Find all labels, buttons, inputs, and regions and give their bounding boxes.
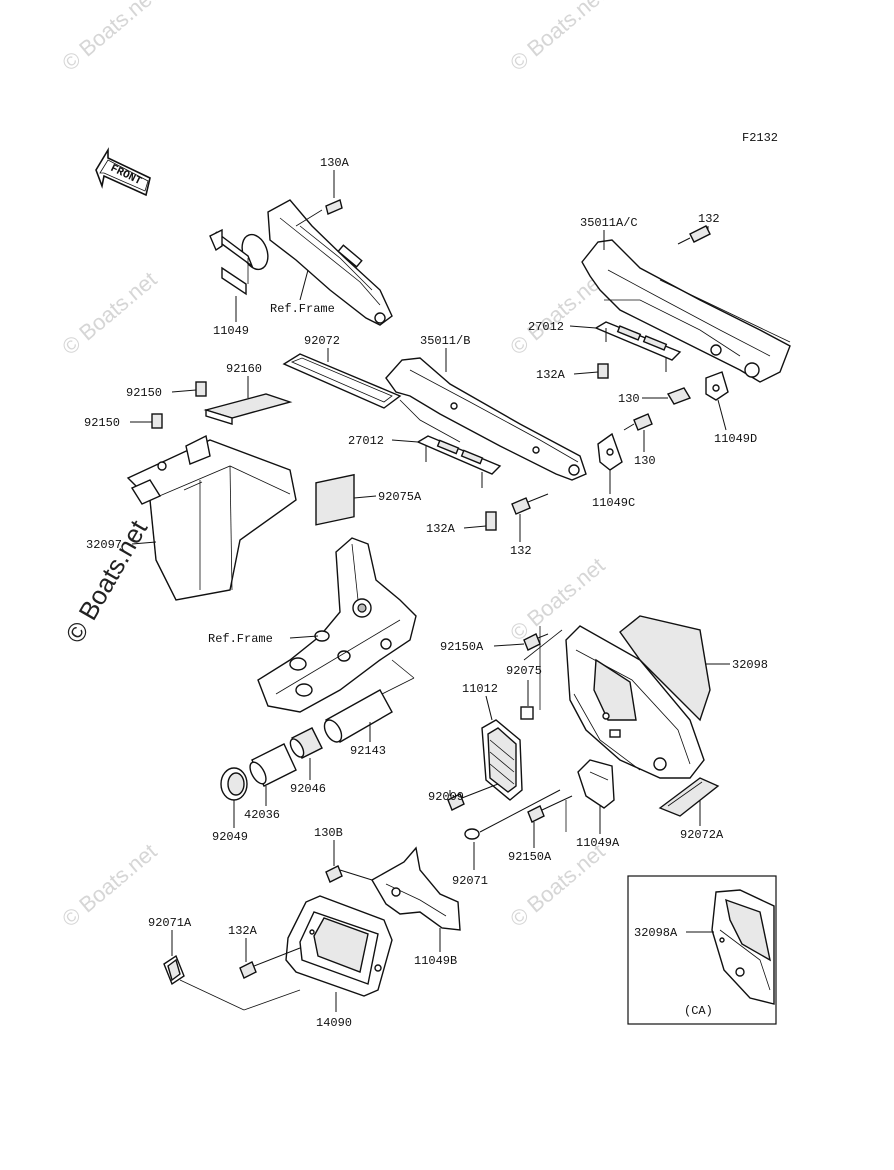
callout-92075A: 92075A (378, 490, 422, 504)
watermark-mid-left: © Boats.net (57, 267, 161, 360)
watermarks: © Boats.net © Boats.net © Boats.net © Bo… (57, 0, 609, 932)
bracket-27012-right (594, 321, 682, 372)
cover-14090 (285, 895, 393, 997)
watermark-top-center: © Boats.net (505, 0, 609, 76)
bracket-27012-mid (416, 435, 502, 488)
callout-11049B: 11049B (414, 954, 457, 968)
pad-92075A (315, 473, 355, 526)
callout-11049: 11049 (213, 324, 249, 338)
watermark-bottom-left: © Boats.net (57, 839, 161, 932)
watermark-large: © Boats.net (59, 514, 153, 648)
callout-32097: 32097 (86, 538, 122, 552)
grommet-92071A (163, 954, 185, 986)
callout-130A: 130A (320, 156, 350, 170)
frame-top-section (209, 199, 393, 326)
watermark-center: © Boats.net (505, 553, 609, 646)
chain-guide-35011B (385, 357, 587, 481)
callout-92150A-b: 92150A (508, 850, 552, 864)
callout-14090: 14090 (316, 1016, 352, 1030)
diagram-code: F2132 (742, 131, 778, 145)
callout-92049: 92049 (212, 830, 248, 844)
callout-92150A: 92150A (440, 640, 484, 654)
seal-92049 (220, 767, 248, 801)
chain-guide-35011AC (581, 225, 791, 383)
pad-92160 (203, 393, 293, 425)
front-arrow-icon: FRONT (95, 147, 151, 197)
strap-92072A (658, 777, 720, 817)
frame-mid-section (257, 537, 417, 713)
callout-32098: 32098 (732, 658, 768, 672)
strap-92072 (282, 353, 402, 409)
callout-92072A: 92072A (680, 828, 724, 842)
callout-92150-a: 92150 (126, 386, 162, 400)
callout-ref-frame-mid: Ref.Frame (208, 632, 273, 646)
bracket-11049A (577, 759, 615, 809)
bracket-11049B (371, 846, 461, 931)
callout-92071A: 92071A (148, 916, 192, 930)
callout-132-mid: 132 (510, 544, 532, 558)
bracket-11049D (705, 371, 729, 401)
cap-92075 (520, 706, 534, 720)
callout-130B: 130B (314, 826, 343, 840)
callout-130-right: 130 (634, 454, 656, 468)
callout-32098A: 32098A (634, 926, 678, 940)
case-32098 (565, 615, 711, 779)
callout-92160: 92160 (226, 362, 262, 376)
callout-35011B: 35011/B (420, 334, 470, 348)
sleeve-42036 (249, 743, 297, 787)
callout-11049D: 11049D (714, 432, 757, 446)
callout-92075: 92075 (506, 664, 542, 678)
callout-92143: 92143 (350, 744, 386, 758)
callout-11049A: 11049A (576, 836, 620, 850)
inset-ca-box (627, 875, 777, 1025)
callout-92046: 92046 (290, 782, 326, 796)
callout-132A-mid: 132A (426, 522, 456, 536)
callout-42036: 42036 (244, 808, 280, 822)
callout-ref-frame-top: Ref.Frame (270, 302, 335, 316)
callout-11049C: 11049C (592, 496, 635, 510)
callout-92072: 92072 (304, 334, 340, 348)
bearing-92143 (323, 689, 393, 743)
callout-132A-bottom: 132A (228, 924, 258, 938)
watermark-top-left: © Boats.net (57, 0, 161, 76)
callout-92150-b: 92150 (84, 416, 120, 430)
bracket-11049C (597, 432, 623, 471)
callout-27012-right: 27012 (528, 320, 564, 334)
callout-132A-right: 132A (536, 368, 566, 382)
callout-130-left: 130 (618, 392, 640, 406)
callout-92009: 92009 (428, 790, 464, 804)
callout-35011AC: 35011A/C (580, 216, 638, 230)
battery-case-32097 (126, 434, 297, 601)
callout-132-top: 132 (698, 212, 720, 226)
callout-92071: 92071 (452, 874, 488, 888)
inset-ca-label: (CA) (684, 1004, 713, 1018)
callout-11012: 11012 (462, 682, 498, 696)
callout-27012-mid: 27012 (348, 434, 384, 448)
cover-11012 (481, 719, 523, 801)
bearing-92046 (289, 727, 323, 759)
